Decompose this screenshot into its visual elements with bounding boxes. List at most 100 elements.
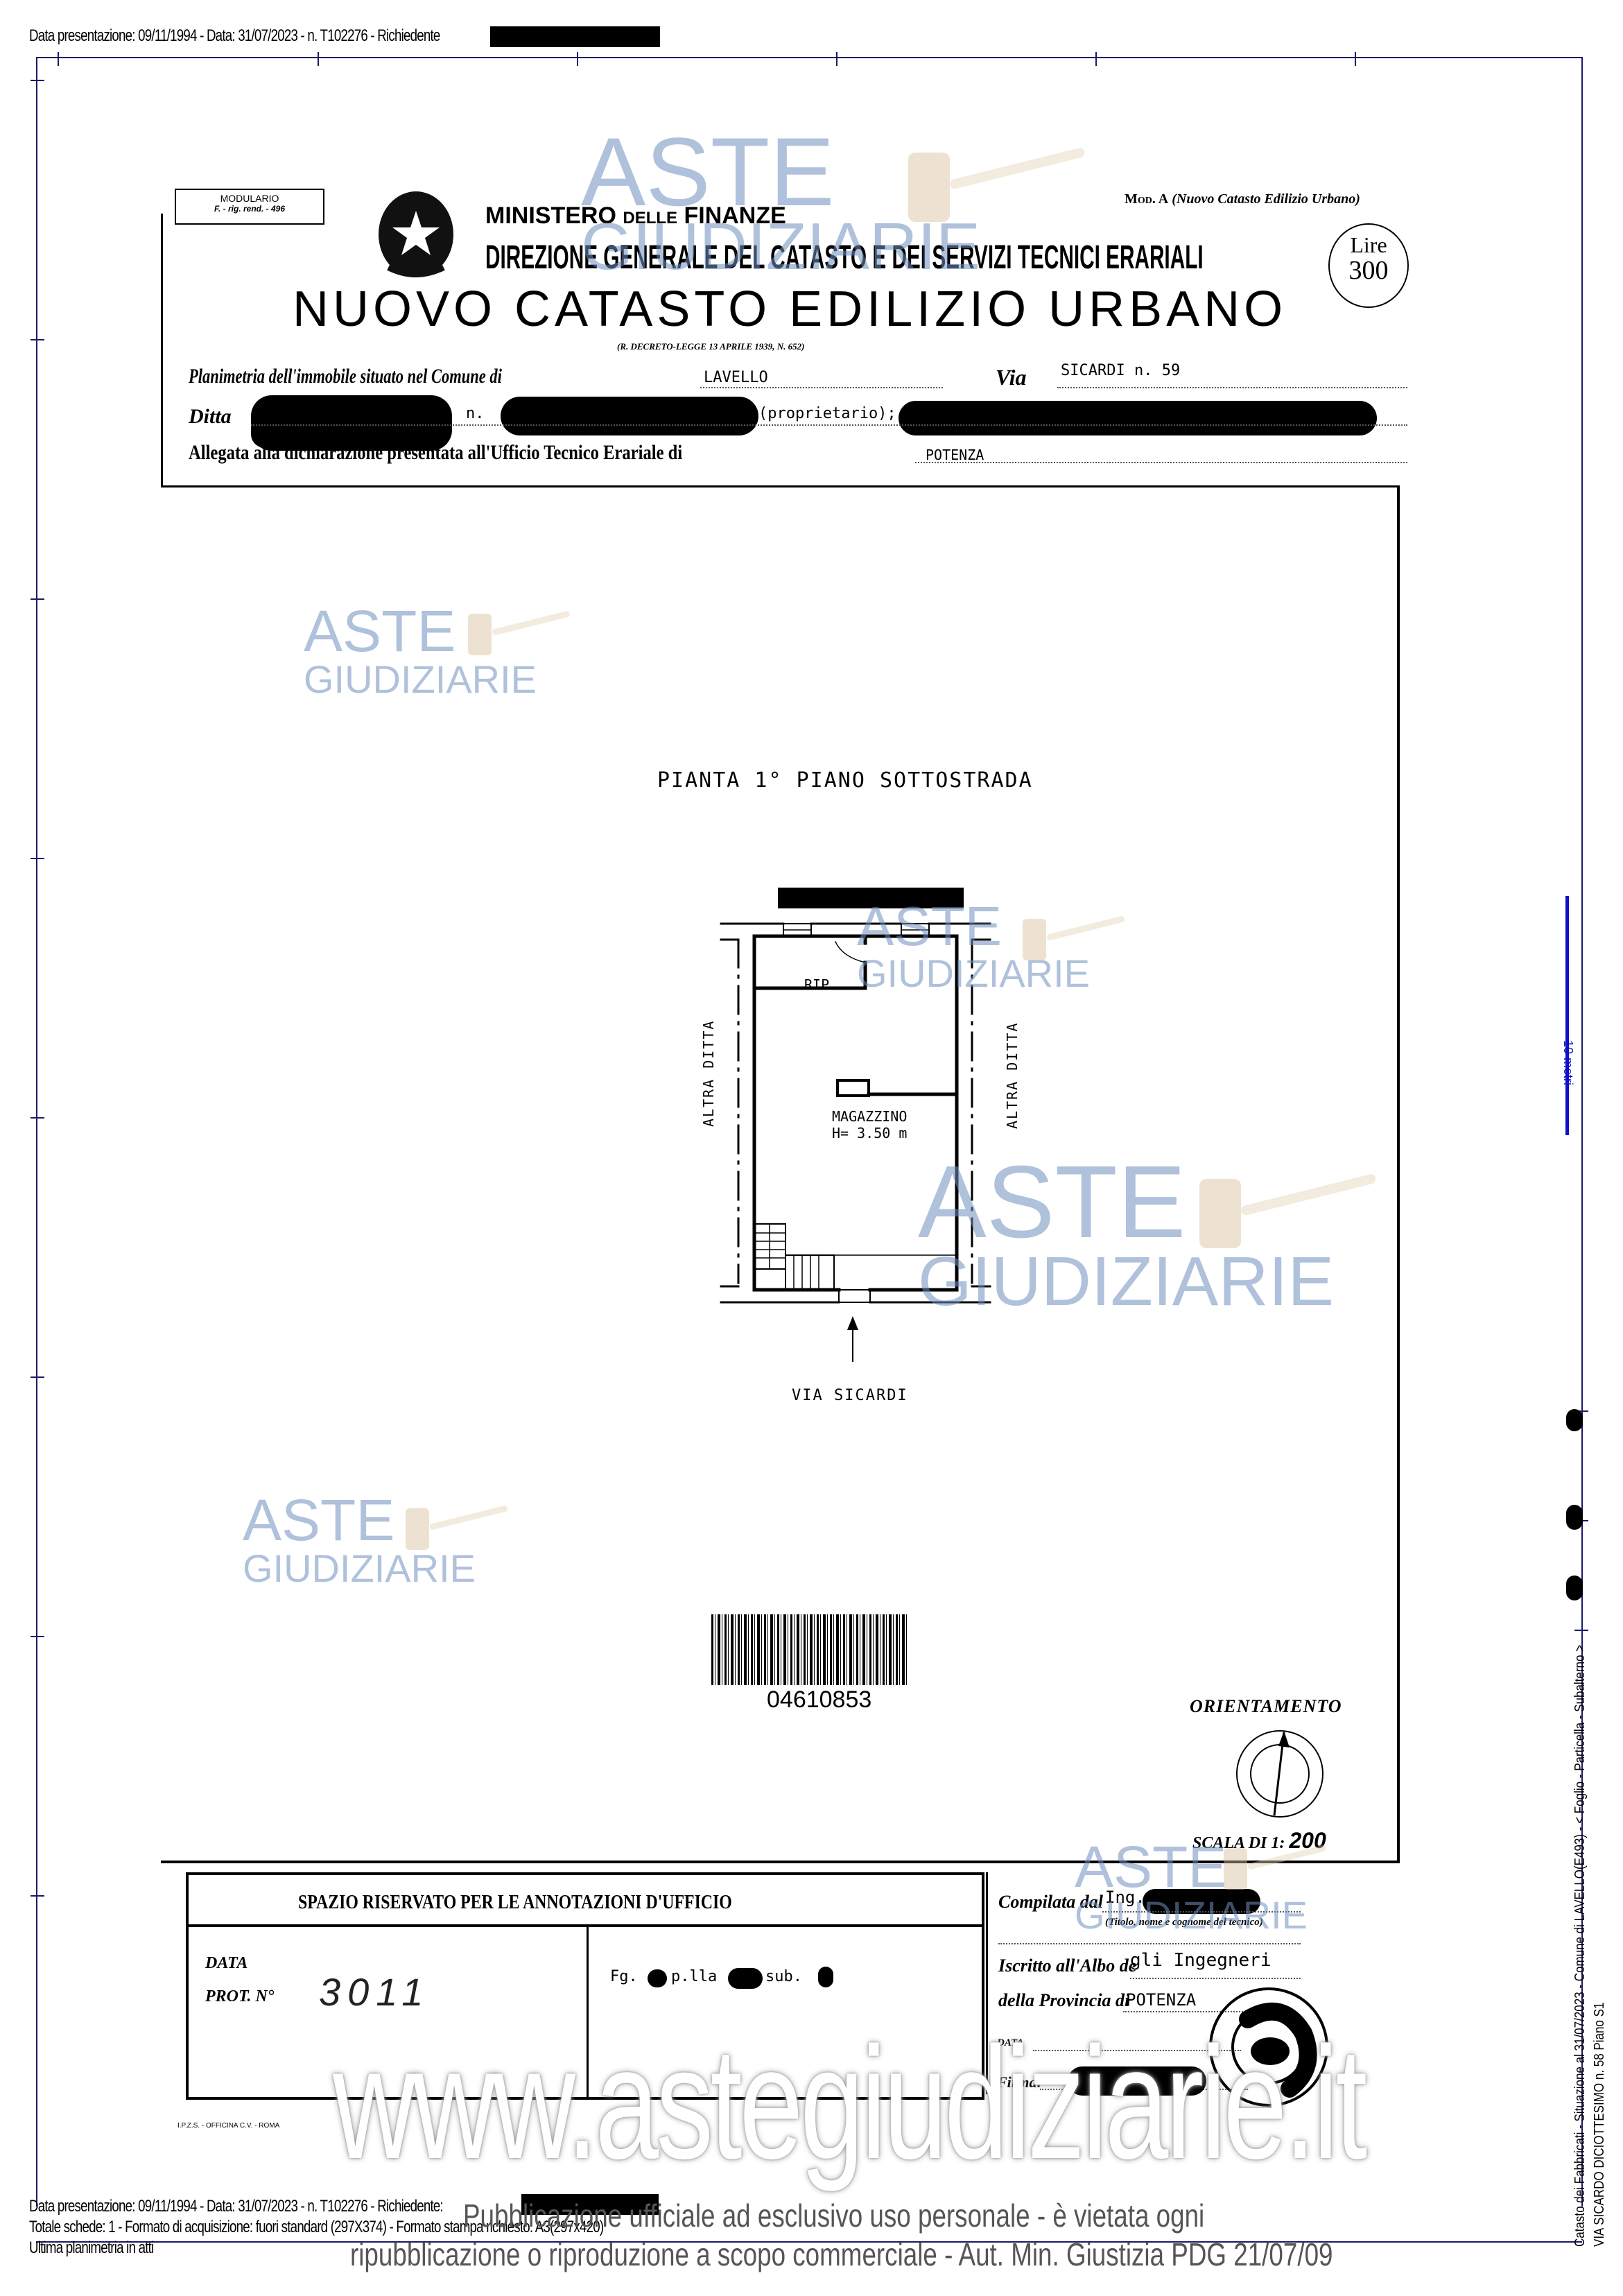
room-height-label: H= 3.50 m [832, 1125, 908, 1141]
floor-plan-drawing [720, 922, 991, 1304]
frame-tick [1574, 1410, 1588, 1412]
redacted-requester-footer [521, 2194, 659, 2215]
compilata-field-line-2 [998, 1943, 1301, 1944]
street-label: VIA SICARDI [792, 1387, 908, 1404]
redacted-subalterno [1566, 1409, 1583, 1431]
redacted-plan-label [778, 888, 964, 908]
room-rip-label: RIP. [804, 976, 838, 993]
watermark-aste-3: ASTE GIUDIZIARIE [918, 1145, 1335, 1320]
ditta-n-label: n. [466, 405, 485, 422]
via-label: Via [996, 365, 1027, 390]
mod-a-label: Mod. A (Nuovo Catasto Edilizio Urbano) [1125, 191, 1360, 207]
ditta-field-line [251, 424, 1407, 426]
stamp-duty-circle: Lire 300 [1328, 223, 1409, 308]
form-separator [161, 485, 1398, 487]
ministry-name: MINISTERO DELLE FINANZE [485, 202, 786, 229]
watermark-aste-5: ASTE GIUDIZIARIE [1075, 1834, 1308, 1937]
plan-title: PIANTA 1° PIANO SOTTOSTRADA [657, 768, 1033, 793]
watermark-gavel-icon [1224, 1845, 1326, 1890]
office-box-header-rule [186, 1924, 983, 1927]
office-data-label: DATA [205, 1954, 248, 1972]
office-prot-value: 3011 [319, 1970, 431, 2014]
redacted-sub-value [818, 1967, 833, 1987]
watermark-gavel-icon [468, 611, 570, 655]
side-info-line1: Catasto dei Fabbricati - Situazione al 3… [1572, 1644, 1588, 2247]
frame-tick [31, 1376, 44, 1378]
provincia-label: della Provincia di [998, 1990, 1130, 2010]
frame-top [36, 57, 1582, 58]
comune-value: LAVELLO [704, 369, 768, 386]
firma-label: Firma: [997, 2073, 1042, 2091]
header-meta-line: Data presentazione: 09/11/1994 - Data: 3… [29, 26, 440, 45]
ditta-label: Ditta [189, 405, 232, 428]
watermark-aste-1: ASTE GIUDIZIARIE [304, 598, 537, 701]
albo-value: gli Ingegneri [1130, 1950, 1272, 1971]
frame-tick [31, 1895, 44, 1897]
technician-divider [986, 1872, 988, 2094]
right-neighbor-label: ALTRA DITTA [1004, 1021, 1021, 1129]
allegata-label: Allegata alla dichiarazione presentata a… [189, 441, 683, 464]
via-value: SICARDI n. 59 [1061, 362, 1181, 379]
barcode-number: 04610853 [767, 1686, 872, 1713]
frame-tick [1355, 52, 1356, 66]
footer-meta-line2: Totale schede: 1 - Formato di acquisizio… [29, 2218, 604, 2236]
iscritto-label: Iscritto all'Albo de [998, 1956, 1137, 1976]
publication-notice-line1: Pubblicazione ufficiale ad esclusivo uso… [463, 2198, 1205, 2234]
footer-meta-line3: Ultima planimetria in atti [29, 2238, 154, 2257]
tech-data-field-line [1033, 2050, 1241, 2051]
north-compass-icon [1236, 1730, 1323, 1818]
albo-field-line [1130, 1978, 1301, 1979]
watermark-gavel-icon [1199, 1174, 1376, 1248]
office-box-divider [587, 1927, 589, 2097]
frame-tick [31, 858, 44, 859]
frame-tick [31, 1636, 44, 1637]
barcode [711, 1614, 908, 1685]
redacted-signature [1068, 2066, 1206, 2096]
decree-reference: (R. DECRETO-LEGGE 13 APRILE 1939, N. 652… [617, 341, 805, 352]
frame-tick [1574, 1630, 1588, 1631]
compilata-label: Compilata dal [998, 1892, 1103, 1912]
modulario-box: MODULARIO F. - rig. rend. - 496 [175, 189, 324, 225]
modulario-code: F. - rig. rend. - 496 [214, 204, 286, 214]
ufficio-field-line [915, 462, 1407, 463]
room-magazzino: MAGAZZINO H= 3.50 m [832, 1108, 907, 1141]
redacted-foglio-value [648, 1969, 667, 1987]
left-neighbor-label: ALTRA DITTA [700, 1019, 717, 1127]
proprietario-label: (proprietario); [758, 405, 896, 422]
footer-meta-line1: Data presentazione: 09/11/1994 - Data: 3… [29, 2197, 444, 2216]
engineer-seal-stamp-icon [1209, 1987, 1328, 2107]
watermark-gavel-icon [406, 1505, 507, 1550]
office-annotation-box [186, 1872, 984, 2100]
room-magazzino-label: MAGAZZINO [832, 1108, 908, 1125]
frame-tick [58, 52, 59, 66]
scale-bar-10m [1565, 896, 1569, 1135]
scale-bar-label: 10 metri [1561, 1040, 1575, 1086]
frame-tick [31, 598, 44, 600]
frame-bottom [36, 2241, 1582, 2243]
publication-notice-line2: ripubblicazione o riproduzione a scopo c… [350, 2236, 1333, 2272]
office-box-title: SPAZIO RISERVATO PER LE ANNOTAZIONI D'UF… [298, 1892, 732, 1913]
watermark-gavel-icon [1023, 916, 1125, 960]
office-sub-label: sub. [765, 1968, 802, 1985]
form-right-border [1397, 485, 1400, 1862]
watermark-site-url: www.astegiudiziarie.it [333, 2014, 1367, 2192]
printer-credit: I.P.Z.S. - OFFICINA C.V. - ROMA [177, 2122, 280, 2130]
via-field-line [1057, 387, 1407, 388]
office-fg-label: Fg. [610, 1968, 638, 1985]
frame-right [1581, 57, 1583, 2207]
redacted-technician-name [1143, 1889, 1260, 1914]
office-plla-label: p.lla [671, 1968, 718, 1985]
redacted-particella-value [728, 1968, 763, 1989]
ufficio-value: POTENZA [926, 447, 984, 463]
watermark-aste-2: ASTE GIUDIZIARIE [857, 895, 1091, 995]
provincia-value: POTENZA [1126, 1990, 1197, 2010]
frame-tick [836, 52, 837, 66]
planimetria-label: Planimetria dell'immobile situato nel Co… [189, 365, 502, 388]
side-info-line2: VIA SICARDO DICIOTTESIMO n. 58 Piano S1 [1592, 2002, 1607, 2247]
provincia-field-line [1123, 2011, 1248, 2012]
technician-title: Ing. [1105, 1888, 1145, 1907]
document-title: NUOVO CATASTO EDILIZIO URBANO [293, 282, 1287, 337]
redacted-foglio [1566, 1576, 1583, 1600]
tech-data-label: DATA [997, 2037, 1024, 2048]
office-prot-label: PROT. N° [205, 1987, 275, 2005]
